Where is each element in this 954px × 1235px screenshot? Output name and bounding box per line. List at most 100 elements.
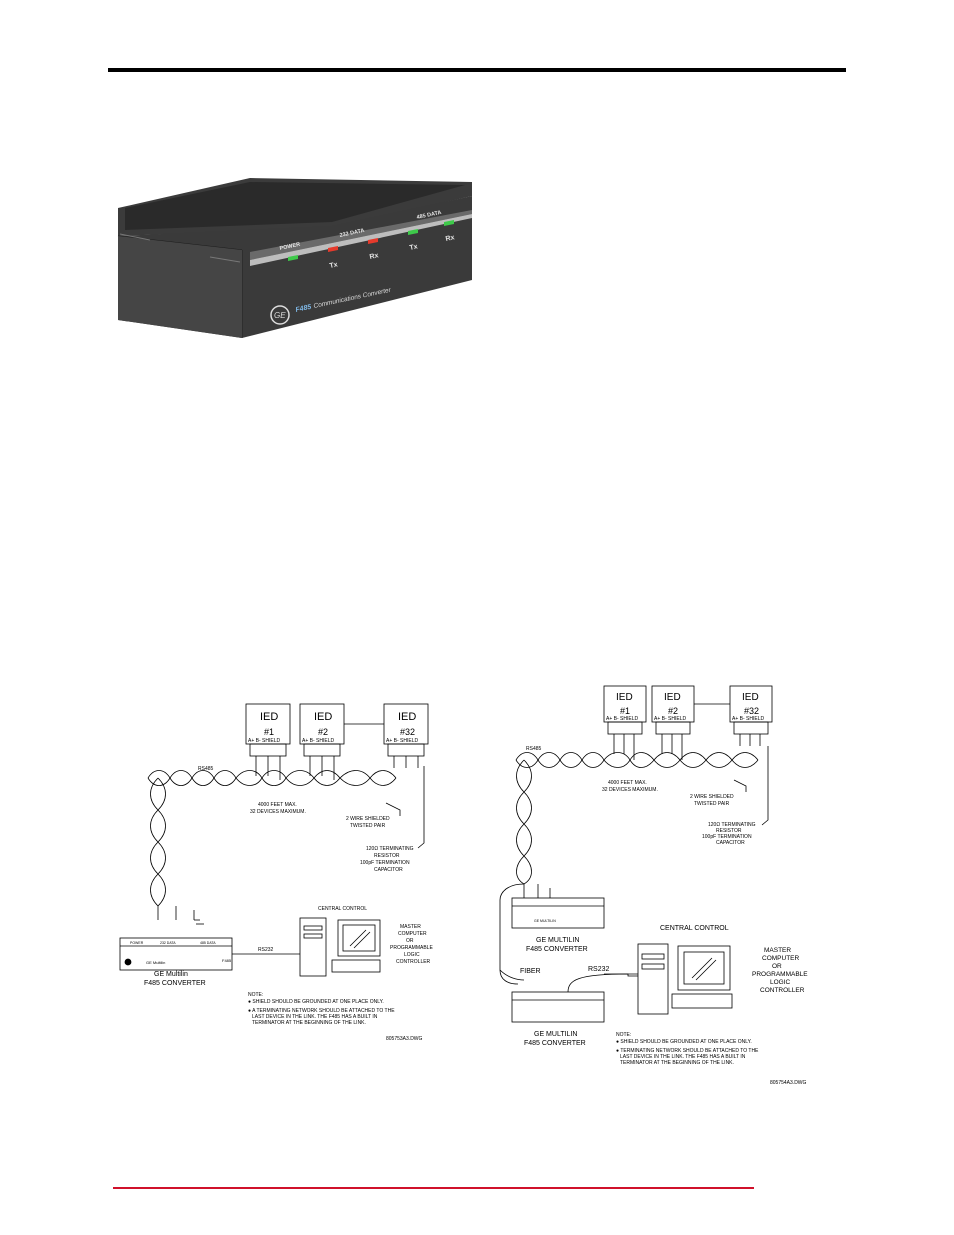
model-label: F485	[295, 304, 312, 314]
svg-text:#1: #1	[264, 727, 274, 737]
svg-text:IED: IED	[742, 692, 759, 703]
svg-text:2 WIRE SHIELDED: 2 WIRE SHIELDED	[690, 794, 734, 800]
svg-text:A+ B- SHIELD: A+ B- SHIELD	[732, 716, 764, 722]
svg-text:LOGIC: LOGIC	[404, 952, 420, 958]
svg-text:IED: IED	[260, 711, 278, 723]
svg-text:120Ω TERMINATING: 120Ω TERMINATING	[708, 822, 756, 828]
svg-text:4000 FEET MAX.: 4000 FEET MAX.	[608, 780, 647, 786]
f485-converter-photo: POWER 232 DATA 485 DATA Tx Rx Tx Rx GE F…	[117, 178, 472, 338]
svg-text:LAST DEVICE IN THE LINK. THE F: LAST DEVICE IN THE LINK. THE F485 HAS A …	[252, 1014, 378, 1020]
ge-logo-icon	[270, 305, 290, 325]
svg-text:MASTER: MASTER	[764, 947, 791, 954]
svg-text:#32: #32	[400, 727, 415, 737]
svg-text:IED: IED	[616, 692, 633, 703]
wiring-diagram-b: IED #1 IED #2 IED #32 A+ B- SHIELD A+ B-…	[499, 685, 808, 1086]
svg-text:GE MULTILIN: GE MULTILIN	[536, 937, 579, 944]
485-data-label: 485 DATA	[416, 210, 442, 221]
svg-text:A+ B- SHIELD: A+ B- SHIELD	[248, 738, 280, 744]
svg-text:2 WIRE SHIELDED: 2 WIRE SHIELDED	[346, 816, 390, 822]
svg-text:RS485: RS485	[526, 746, 542, 752]
svg-text:CAPACITOR: CAPACITOR	[374, 867, 403, 873]
svg-text:RS232: RS232	[258, 947, 274, 953]
top-rule	[108, 68, 846, 72]
svg-text:RS485: RS485	[198, 766, 214, 772]
svg-text:TWISTED PAIR: TWISTED PAIR	[350, 823, 386, 829]
svg-text:A+ B- SHIELD: A+ B- SHIELD	[302, 738, 334, 744]
rx485-led	[444, 220, 454, 226]
svg-text:RESISTOR: RESISTOR	[716, 828, 742, 834]
svg-text:OR: OR	[772, 963, 782, 970]
tx485-led	[408, 229, 418, 235]
svg-text:100pF TERMINATION: 100pF TERMINATION	[360, 860, 410, 866]
svg-text:32 DEVICES MAXIMUM.: 32 DEVICES MAXIMUM.	[602, 787, 658, 793]
tx1-label: Tx	[329, 261, 339, 270]
svg-text:805753A3.DWG: 805753A3.DWG	[386, 1036, 423, 1042]
svg-text:RS232: RS232	[588, 966, 610, 973]
svg-text:GE MULTILIN: GE MULTILIN	[534, 1031, 577, 1038]
svg-text:A+ B- SHIELD: A+ B- SHIELD	[386, 738, 418, 744]
svg-text:NOTE:: NOTE:	[248, 992, 263, 998]
svg-text:100pF TERMINATION: 100pF TERMINATION	[702, 834, 752, 840]
svg-text:CENTRAL CONTROL: CENTRAL CONTROL	[660, 925, 729, 932]
keyboard	[671, 993, 733, 1009]
svg-text:PROGRAMMABLE: PROGRAMMABLE	[390, 945, 433, 951]
computer-tower	[299, 917, 327, 977]
svg-text:#2: #2	[318, 727, 328, 737]
converter-b2-box	[511, 991, 605, 1023]
svg-text:TERMINATOR AT THE BEGINNING OF: TERMINATOR AT THE BEGINNING OF THE LINK.	[252, 1020, 366, 1026]
svg-text:● TERMINATING NETWORK SHOULD B: ● TERMINATING NETWORK SHOULD BE ATTACHED…	[616, 1048, 759, 1054]
svg-text:MASTER: MASTER	[400, 924, 421, 930]
bottom-rule	[113, 1187, 754, 1189]
rx232-led	[368, 238, 378, 244]
svg-text:● A TERMINATING NETWORK SHOULD: ● A TERMINATING NETWORK SHOULD BE ATTACH…	[248, 1008, 395, 1014]
svg-text:FIBER: FIBER	[520, 968, 541, 975]
svg-text:IED: IED	[314, 711, 332, 723]
svg-text:POWER: POWER	[130, 941, 144, 945]
wiring-diagram-a: IED #1 IED #2 IED #32 A+ B- SHIELD A+ B-…	[119, 703, 433, 1042]
svg-text:F485: F485	[222, 958, 232, 963]
svg-text:● SHIELD SHOULD BE GROUNDED AT: ● SHIELD SHOULD BE GROUNDED AT ONE PLACE…	[616, 1039, 752, 1045]
svg-text:485 DATA: 485 DATA	[200, 941, 216, 945]
tx2-label: Tx	[409, 243, 419, 252]
monitor	[677, 945, 731, 991]
svg-text:CONTROLLER: CONTROLLER	[760, 987, 805, 994]
svg-text:IED: IED	[664, 692, 681, 703]
svg-text:● SHIELD SHOULD BE GROUNDED AT: ● SHIELD SHOULD BE GROUNDED AT ONE PLACE…	[248, 999, 384, 1005]
svg-text:F485 CONVERTER: F485 CONVERTER	[524, 1040, 586, 1047]
svg-text:TWISTED PAIR: TWISTED PAIR	[694, 801, 730, 807]
svg-text:4000 FEET MAX.: 4000 FEET MAX.	[258, 802, 297, 808]
svg-text:COMPUTER: COMPUTER	[398, 931, 427, 937]
keyboard	[331, 959, 381, 973]
svg-text:F485 CONVERTER: F485 CONVERTER	[526, 946, 588, 953]
svg-text:NOTE:: NOTE:	[616, 1032, 631, 1038]
monitor	[337, 919, 381, 957]
svg-text:#32: #32	[744, 706, 759, 716]
svg-text:RESISTOR: RESISTOR	[374, 853, 400, 859]
svg-text:COMPUTER: COMPUTER	[762, 955, 800, 962]
svg-text:805754A3.DWG: 805754A3.DWG	[770, 1080, 807, 1086]
svg-text:CONTROLLER: CONTROLLER	[396, 959, 431, 965]
rx1-label: Rx	[369, 252, 379, 261]
svg-text:232 DATA: 232 DATA	[160, 941, 176, 945]
svg-text:120Ω TERMINATING: 120Ω TERMINATING	[366, 846, 414, 852]
svg-text:CAPACITOR: CAPACITOR	[716, 840, 745, 846]
svg-text:#2: #2	[668, 706, 678, 716]
tx232-led	[328, 246, 338, 252]
svg-text:OR: OR	[406, 938, 414, 944]
svg-text:F485 CONVERTER: F485 CONVERTER	[144, 980, 206, 987]
svg-text:GE Multilin: GE Multilin	[154, 971, 188, 978]
converter-b1-box	[511, 897, 605, 929]
svg-text:LOGIC: LOGIC	[770, 979, 791, 986]
ge-logo-text: GE	[274, 311, 286, 320]
svg-text:LAST DEVICE IN THE LINK. THE F: LAST DEVICE IN THE LINK. THE F485 HAS A …	[620, 1054, 746, 1060]
power-led-label: POWER	[279, 242, 301, 252]
svg-text:A+ B- SHIELD: A+ B- SHIELD	[654, 716, 686, 722]
svg-text:A+ B- SHIELD: A+ B- SHIELD	[606, 716, 638, 722]
rx2-label: Rx	[445, 234, 455, 243]
svg-text:PROGRAMMABLE: PROGRAMMABLE	[752, 971, 808, 978]
svg-text:IED: IED	[398, 711, 416, 723]
svg-text:32 DEVICES MAXIMUM.: 32 DEVICES MAXIMUM.	[250, 809, 306, 815]
svg-text:CENTRAL CONTROL: CENTRAL CONTROL	[318, 906, 367, 912]
svg-text:#1: #1	[620, 706, 630, 716]
power-led	[288, 255, 298, 261]
